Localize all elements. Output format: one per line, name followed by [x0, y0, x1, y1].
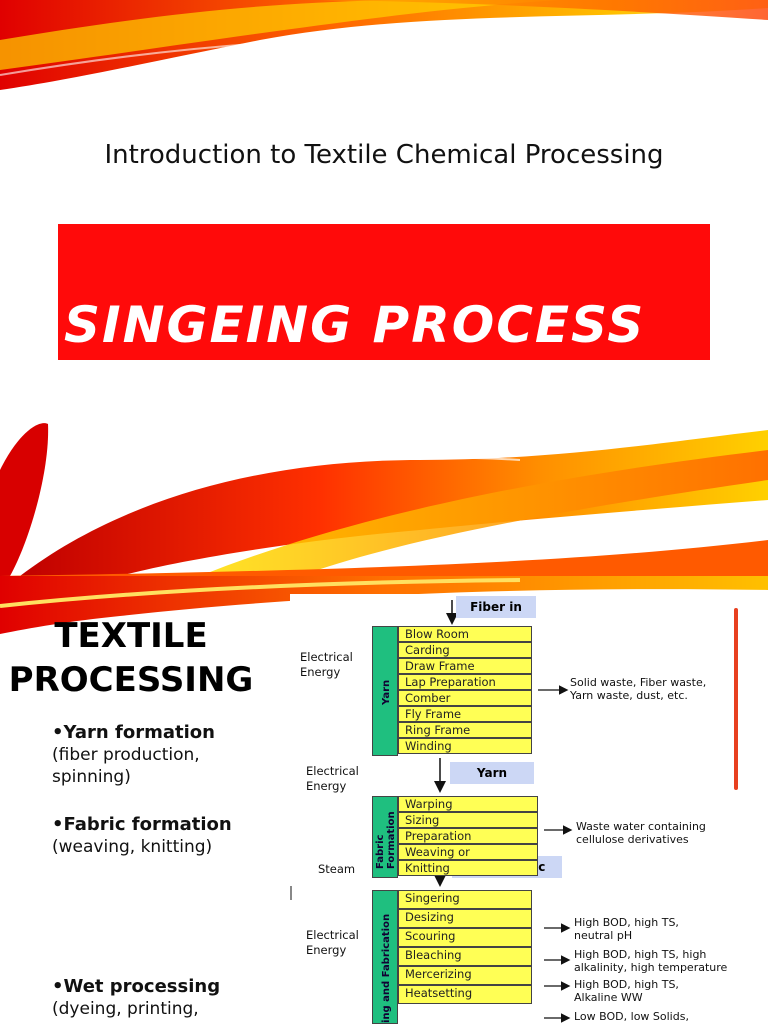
presentation-subtitle: Introduction to Textile Chemical Process…: [104, 140, 664, 170]
slide2-top-flame: [0, 576, 768, 634]
bullet-head: •Wet processing: [52, 976, 221, 997]
process-step: Fly Frame: [398, 706, 532, 722]
group-wet-processing: ing and Fabrication: [372, 890, 398, 1024]
waste-bleaching: High BOD, high TS,Alkaline WW: [574, 978, 679, 1004]
waste-yarn: Solid waste, Fiber waste,Yarn waste, dus…: [570, 676, 706, 702]
process-step: Singering: [398, 890, 532, 909]
bullet-body: spinning): [52, 767, 131, 787]
banner-title: SINGEING PROCESS: [64, 296, 646, 354]
process-step: Carding: [398, 642, 532, 658]
bullet-wet-processing: •Wet processing (dyeing, printing,: [52, 976, 220, 1020]
waste-text: Waste water containing: [576, 820, 706, 833]
bullet-fabric-formation: •Fabric formation (weaving, knitting): [52, 814, 232, 858]
waste-text: alkalinity, high temperature: [574, 961, 728, 974]
process-step: Warping: [398, 796, 538, 812]
waste-singeing: High BOD, high TS,neutral pH: [574, 916, 679, 942]
waste-text: High BOD, high TS,: [574, 978, 679, 991]
group-yarn: Yarn: [372, 626, 398, 756]
waste-text: Yarn waste, dust, etc.: [570, 689, 688, 702]
bullet-head: •Fabric formation: [52, 814, 232, 835]
process-step: Preparation: [398, 828, 538, 844]
yarn-label: Yarn: [450, 762, 534, 784]
energy-text: Electrical: [300, 650, 353, 664]
group-yarn-label: Yarn: [381, 679, 392, 705]
group-wet-label: ing and Fabrication: [381, 913, 392, 1023]
process-step: Draw Frame: [398, 658, 532, 674]
process-step: Sizing: [398, 812, 538, 828]
content-slide: TEXTILE PROCESSING •Yarn formation (fibe…: [0, 576, 768, 1024]
waste-heatsetting: Low BOD, low Solids,: [574, 1010, 689, 1023]
group-fabric-line2: Formation: [386, 811, 397, 869]
process-step: Scouring: [398, 928, 532, 947]
energy-text: Energy: [306, 779, 347, 793]
title-slide: Introduction to Textile Chemical Process…: [0, 0, 768, 576]
process-step: Comber: [398, 690, 532, 706]
energy-text: Electrical: [306, 764, 359, 778]
bullet-head: •Yarn formation: [52, 722, 215, 743]
waste-text: High BOD, high TS, high: [574, 948, 707, 961]
process-step: Winding: [398, 738, 532, 754]
waste-text: High BOD, high TS,: [574, 916, 679, 929]
steam-label-1: Steam: [318, 862, 356, 876]
process-flowchart: Fiber in Yarn Gray Fabric Yarn Blow Room…: [290, 594, 740, 1024]
accent-bar: [734, 608, 738, 790]
title-line-1: TEXTILE: [54, 616, 208, 656]
bullet-body: (weaving, knitting): [52, 837, 213, 857]
fiber-in-label: Fiber in: [456, 596, 536, 618]
slide2-title: TEXTILE PROCESSING: [0, 614, 262, 702]
title-banner: SINGEING PROCESS: [58, 224, 710, 360]
title-line-2: PROCESSING: [8, 660, 254, 700]
process-step: Lap Preparation: [398, 674, 532, 690]
process-step: Blow Room: [398, 626, 532, 642]
energy-text: Electrical: [306, 928, 359, 942]
bullet-yarn-formation: •Yarn formation (fiber production, spinn…: [52, 722, 215, 788]
bullet-body: (dyeing, printing,: [52, 999, 199, 1019]
bullet-body: (fiber production,: [52, 745, 200, 765]
waste-text: neutral pH: [574, 929, 633, 942]
group-fabric-line1: Fabric: [375, 834, 386, 869]
process-step: Knitting: [398, 860, 538, 876]
energy-text: Energy: [300, 665, 341, 679]
process-step: Mercerizing: [398, 966, 532, 985]
waste-text: Solid waste, Fiber waste,: [570, 676, 707, 689]
waste-text: cellulose derivatives: [576, 833, 689, 846]
energy-text: Energy: [306, 943, 347, 957]
top-flame-decoration: [0, 0, 768, 90]
waste-text: Alkaline WW: [574, 991, 643, 1004]
process-step: Desizing: [398, 909, 532, 928]
process-step: Bleaching: [398, 947, 532, 966]
bottom-flame-decoration: [0, 423, 768, 576]
process-step: Ring Frame: [398, 722, 532, 738]
process-step: Heatsetting: [398, 985, 532, 1004]
process-step: Weaving or: [398, 844, 538, 860]
flowchart-arrows: [290, 600, 573, 1023]
